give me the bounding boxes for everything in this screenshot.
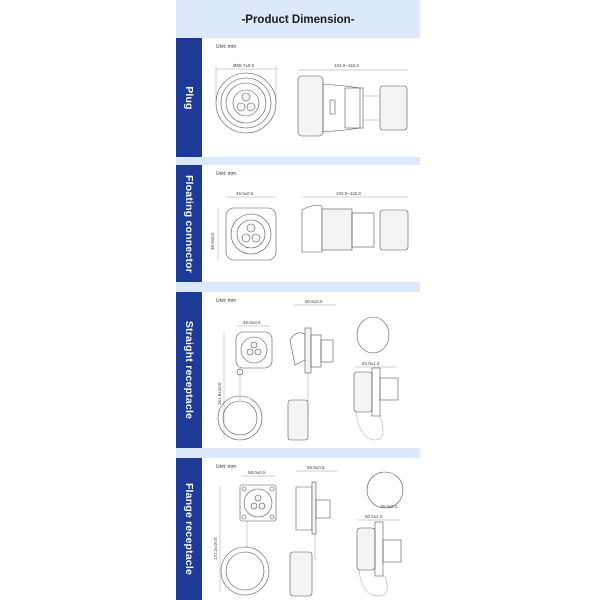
section-straight-receptacle: Unit: mm 46.0±0.5 161.8±10.0 50.8±0.5 52… xyxy=(202,292,420,448)
separator xyxy=(176,448,420,458)
dim-height: 46.0±0.5 xyxy=(210,232,215,250)
section-plug: Unit: mm Ø59.7±0.5 104.0~115.0 xyxy=(202,38,420,157)
separator xyxy=(176,282,420,292)
dim-cutout: 38.0±0.1 xyxy=(380,504,398,509)
unit-label: Unit: mm xyxy=(216,44,236,50)
section-label: Straight receptacle xyxy=(183,320,195,420)
section-label: Floating connector xyxy=(183,174,195,273)
dim-total: 172.2±10.0 xyxy=(213,537,218,560)
section-tab-straight-receptacle: Straight receptacle xyxy=(176,292,202,448)
plug-drawing: Ø59.7±0.5 104.0~115.0 xyxy=(215,63,408,137)
unit-label: Unit: mm xyxy=(216,298,236,304)
dim-width: 58.0±0.5 xyxy=(248,470,266,475)
dim-depth: 50.8±0.5 xyxy=(305,299,323,304)
floating-connector-drawing: 46.0±0.5 46.0±0.5 104.0~115.0 xyxy=(210,191,409,261)
page-title: -Product Dimension- xyxy=(241,14,355,26)
flange-receptacle-drawing: 58.0±0.5 172.2±10.0 56.8±0.5 38.0±0.1 60… xyxy=(213,465,404,597)
section-flange-receptacle: Unit: mm 58.0±0.5 172.2±10.0 56.8±0.5 38… xyxy=(202,458,420,600)
dim-side: 52.0±1.0 xyxy=(362,361,380,366)
dim-side: 60.2±1.0 xyxy=(365,514,383,519)
dim-length: 104.0~115.0 xyxy=(336,191,361,196)
unit-label: Unit: mm xyxy=(216,464,236,470)
dim-diameter: Ø59.7±0.5 xyxy=(233,63,254,68)
dim-width: 46.0±0.5 xyxy=(243,320,261,325)
section-label: Plug xyxy=(183,85,195,110)
separator xyxy=(176,157,420,165)
dim-total: 161.8±10.0 xyxy=(217,382,222,405)
unit-label: Unit: mm xyxy=(216,171,236,177)
section-label: Flange receptacle xyxy=(183,482,195,576)
dim-width: 46.0±0.5 xyxy=(236,191,254,196)
straight-receptacle-drawing: 46.0±0.5 161.8±10.0 50.8±0.5 52.0±1.0 xyxy=(217,299,399,441)
dim-length: 104.0~115.0 xyxy=(334,63,359,68)
section-tab-plug: Plug xyxy=(176,38,202,157)
section-floating-connector: Unit: mm 46.0±0.5 46.0±0.5 104.0~115.0 xyxy=(202,165,420,282)
section-tab-flange-receptacle: Flange receptacle xyxy=(176,458,202,600)
dim-depth: 56.8±0.5 xyxy=(307,465,325,470)
section-tab-floating-connector: Floating connector xyxy=(176,165,202,282)
header-band xyxy=(176,0,420,38)
